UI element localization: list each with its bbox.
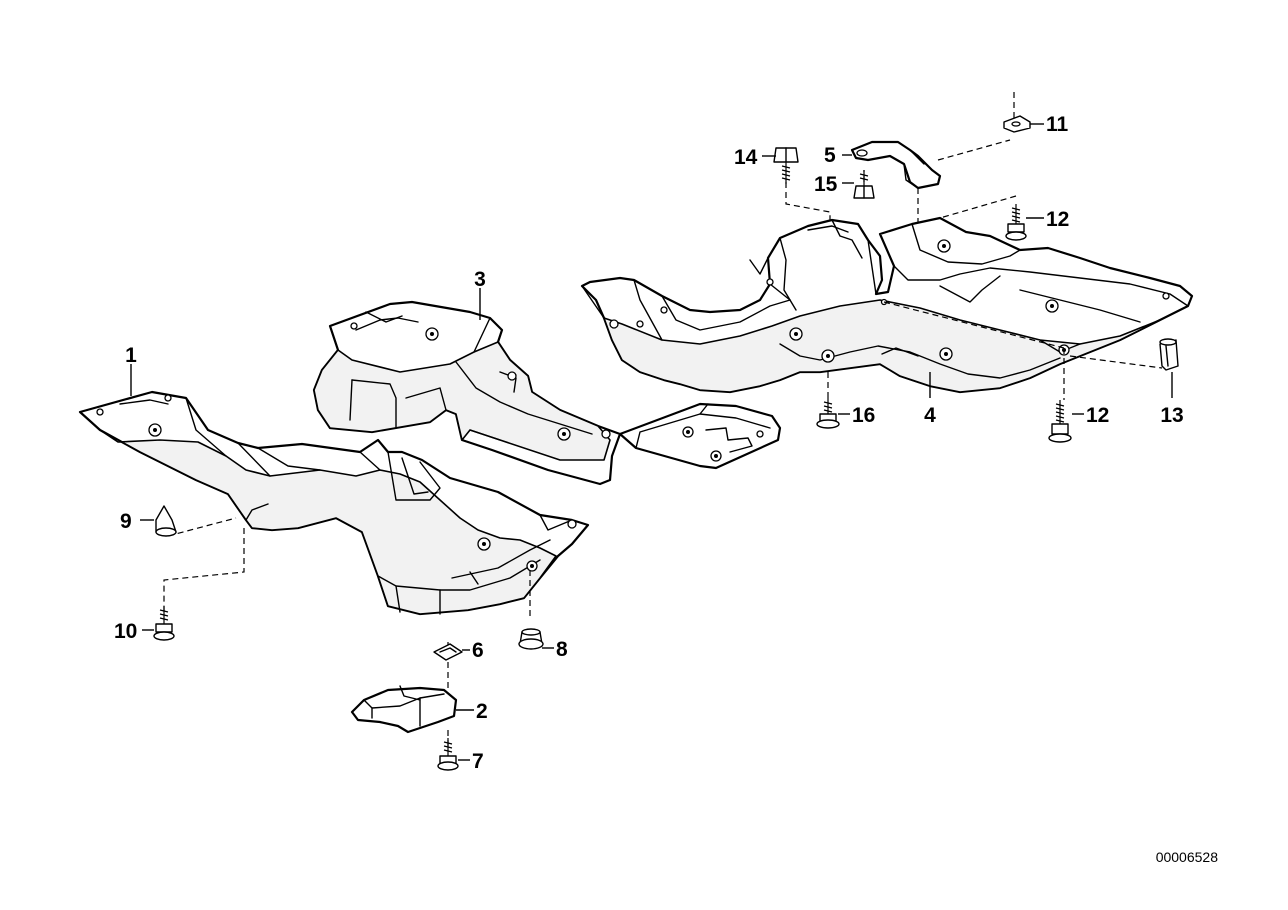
fastener-10-screw bbox=[153, 606, 175, 641]
center-connector-plate bbox=[618, 402, 782, 470]
fastener-6-clip-nut bbox=[433, 643, 463, 661]
assembly-guide-lines bbox=[163, 92, 1163, 748]
callout-7: 7 bbox=[472, 750, 484, 773]
fastener-13-sleeve bbox=[1159, 338, 1179, 371]
callout-1: 1 bbox=[125, 344, 137, 367]
callout-5: 5 bbox=[824, 144, 836, 167]
callout-10: 10 bbox=[114, 620, 137, 643]
callout-16: 16 bbox=[852, 404, 875, 427]
part-4-rear-floor-shield bbox=[580, 216, 1194, 394]
callout-13: 13 bbox=[1160, 404, 1183, 427]
fastener-16-screw bbox=[816, 398, 840, 429]
callout-12-lower: 12 bbox=[1086, 404, 1109, 427]
fastener-7-screw bbox=[437, 738, 459, 771]
fastener-8-nut bbox=[518, 628, 544, 650]
fastener-11-clip bbox=[1003, 115, 1031, 133]
callout-11: 11 bbox=[1046, 113, 1069, 136]
callout-leaders bbox=[130, 123, 1173, 761]
callout-3: 3 bbox=[474, 268, 486, 291]
fastener-15-bolt bbox=[853, 170, 875, 199]
part-3-center-tunnel-shield bbox=[312, 300, 622, 486]
callout-9: 9 bbox=[120, 510, 132, 533]
callout-labels: 1 2 3 4 5 6 7 8 9 10 11 12 12 13 14 15 1… bbox=[114, 113, 1218, 865]
callout-14: 14 bbox=[734, 146, 758, 169]
fastener-9-clip bbox=[155, 505, 177, 537]
part-5-mounting-bracket bbox=[850, 140, 942, 190]
callout-4: 4 bbox=[924, 404, 936, 427]
callout-12-upper: 12 bbox=[1046, 208, 1069, 231]
callout-6: 6 bbox=[472, 639, 484, 662]
part-2-cover-plate bbox=[350, 685, 458, 734]
callout-2: 2 bbox=[476, 700, 488, 723]
fastener-12-upper-screw bbox=[1005, 204, 1027, 241]
fastener-12-lower-screw bbox=[1048, 400, 1072, 443]
callout-8: 8 bbox=[556, 638, 568, 661]
part-1-front-underbody-shield bbox=[78, 390, 590, 616]
fastener-14-bolt bbox=[773, 147, 799, 184]
callout-15: 15 bbox=[814, 173, 838, 196]
document-number: 00006528 bbox=[1156, 849, 1219, 865]
